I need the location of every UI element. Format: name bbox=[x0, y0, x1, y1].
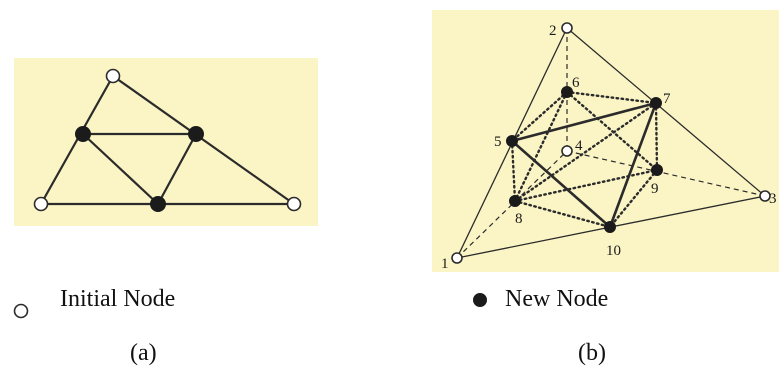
panel-b-octa-edge bbox=[513, 199, 612, 229]
initial-node-legend-label: Initial Node bbox=[60, 286, 175, 312]
panel-b-hidden-edge bbox=[566, 150, 766, 197]
panel-b-front-edge bbox=[511, 101, 657, 143]
node-label-9: 9 bbox=[651, 181, 659, 197]
node-label-6: 6 bbox=[572, 75, 580, 91]
panel-b-new-node bbox=[650, 97, 662, 109]
panel-a-initial-node bbox=[286, 196, 302, 212]
panel-b-initial-node bbox=[561, 22, 573, 34]
panel-b-new-node bbox=[604, 221, 616, 233]
new-node-legend-icon bbox=[473, 293, 487, 307]
panel-a-edge bbox=[82, 133, 159, 205]
panel-b-initial-node bbox=[451, 252, 463, 264]
caption-b: (b) bbox=[578, 340, 606, 366]
node-label-1: 1 bbox=[441, 256, 449, 272]
panel-b-octa-edge bbox=[513, 168, 659, 203]
node-label-7: 7 bbox=[663, 91, 671, 107]
panel-b-octa-edge bbox=[510, 139, 517, 203]
node-label-10: 10 bbox=[606, 243, 621, 259]
panel-b: 1 2 3 4 5 6 7 8 9 10 bbox=[432, 10, 779, 272]
panel-a bbox=[14, 58, 318, 226]
panel-b-front-edge bbox=[608, 102, 658, 228]
panel-a-new-node bbox=[75, 126, 91, 142]
panel-a-initial-node bbox=[33, 196, 49, 212]
panel-a-new-node bbox=[150, 196, 166, 212]
panel-b-octa-edge bbox=[513, 101, 658, 203]
panel-b-initial-node bbox=[561, 145, 573, 157]
panel-b-octa-edge bbox=[513, 90, 569, 203]
new-node-legend-label: New Node bbox=[505, 286, 608, 312]
panel-b-background bbox=[432, 10, 779, 272]
panel-a-initial-node bbox=[105, 68, 121, 84]
panel-a-new-node bbox=[188, 126, 204, 142]
panel-b-octa-edge bbox=[654, 101, 659, 172]
caption-a: (a) bbox=[130, 340, 157, 366]
panel-a-edge bbox=[157, 133, 197, 205]
panel-b-edge bbox=[566, 27, 766, 197]
panel-b-octa-edge bbox=[565, 90, 659, 172]
panel-a-edge bbox=[40, 75, 114, 205]
legend: Initial Node New Node bbox=[13, 286, 608, 319]
panel-b-octa-edge bbox=[510, 90, 569, 143]
panel-b-octa-edge bbox=[565, 90, 658, 105]
panel-a-edge bbox=[112, 75, 295, 205]
node-label-2: 2 bbox=[549, 23, 557, 39]
panel-b-new-node bbox=[561, 86, 573, 98]
panel-b-initial-node bbox=[759, 190, 771, 202]
panel-b-new-node bbox=[651, 164, 663, 176]
node-label-5: 5 bbox=[494, 134, 502, 150]
panel-a-background bbox=[14, 58, 318, 226]
node-label-4: 4 bbox=[575, 138, 583, 154]
panel-b-new-node bbox=[509, 195, 521, 207]
panel-b-octa-edge bbox=[608, 168, 659, 229]
panel-b-front-edge bbox=[511, 140, 611, 228]
initial-node-legend-icon bbox=[13, 303, 29, 319]
panel-b-new-node bbox=[506, 135, 518, 147]
node-label-3: 3 bbox=[769, 191, 777, 207]
node-label-8: 8 bbox=[515, 211, 523, 227]
